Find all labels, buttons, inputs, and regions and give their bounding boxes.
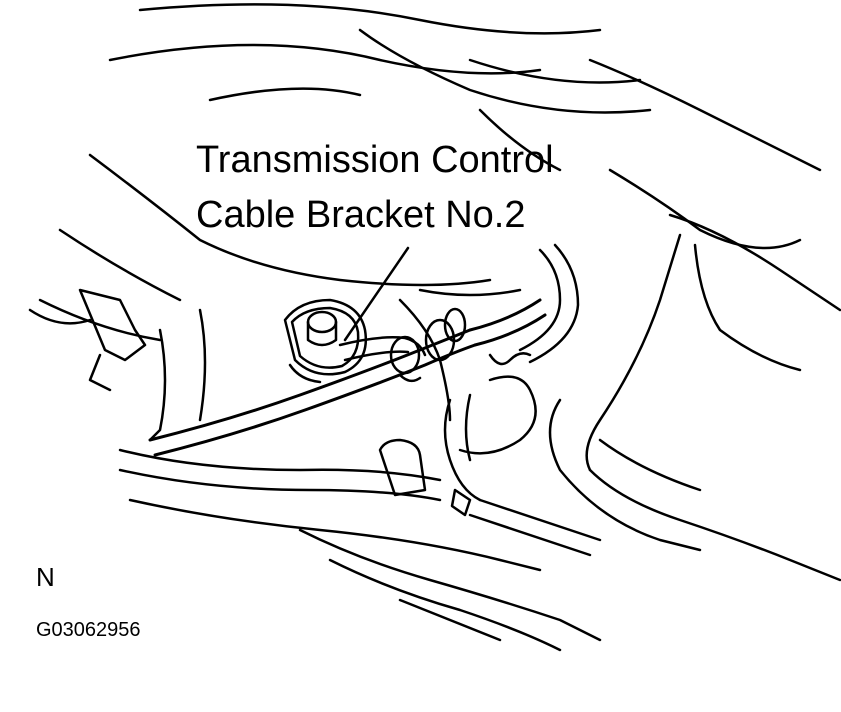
- figure-id: G03062956: [36, 619, 141, 641]
- callout-label-line2: Cable Bracket No.2: [196, 194, 526, 236]
- left-mount: [28, 288, 207, 442]
- callout-leader-line: [343, 246, 410, 342]
- transmission-control-cable: [148, 298, 547, 457]
- hose-assembly: [443, 243, 602, 557]
- cable-bracket-no2: [283, 298, 467, 384]
- upper-body-contours: [38, 3, 822, 342]
- view-code: N: [36, 562, 55, 592]
- lower-pipes: [118, 288, 602, 652]
- callout-label-line1: Transmission Control: [196, 139, 554, 181]
- right-cowl-panel: [548, 213, 841, 582]
